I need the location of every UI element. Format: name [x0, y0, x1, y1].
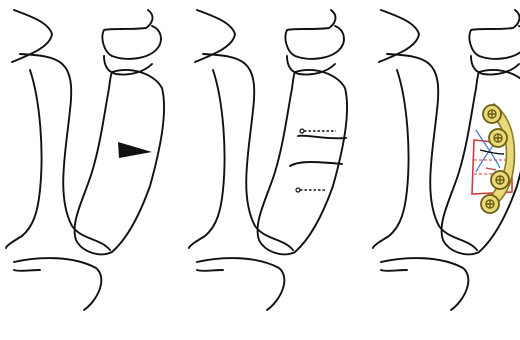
screw-icon — [481, 195, 499, 213]
panel-osteotomy-cuts — [189, 10, 347, 310]
panel-fixation — [373, 10, 520, 310]
panel-before-osteotomy — [6, 10, 164, 310]
screw-icon — [491, 171, 509, 189]
screw-icon — [489, 129, 507, 147]
distal-cut-line — [290, 162, 342, 166]
screw-icon — [483, 105, 501, 123]
closing-wedge — [118, 142, 152, 158]
proximal-cut-line — [298, 136, 346, 139]
